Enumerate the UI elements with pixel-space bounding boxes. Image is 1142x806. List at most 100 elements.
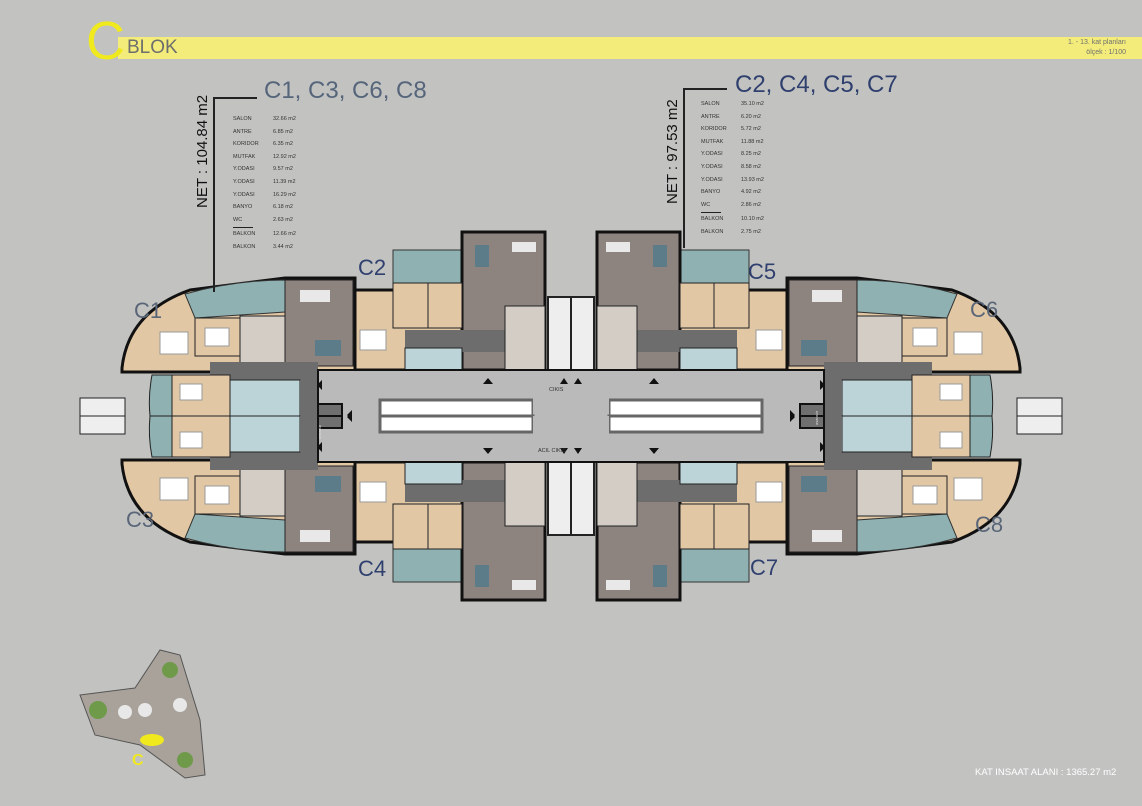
room-row: MUTFAK 12.92 m2 (233, 154, 296, 167)
room-area: 3.44 m2 (273, 243, 293, 250)
room-name: BALKON (701, 216, 724, 223)
room-row: Y.ODASI 11.39 m2 (233, 179, 296, 192)
room-area: 6.85 m2 (273, 128, 293, 135)
room-name: BANYO (701, 189, 721, 196)
room-name: SALON (701, 101, 720, 107)
room-area: 16.29 m2 (273, 191, 296, 198)
leader-line (213, 97, 215, 292)
room-name: MUTFAK (701, 138, 724, 145)
central-corridor (317, 369, 825, 463)
quadrant-bottom-left (78, 410, 573, 602)
leader-line (683, 88, 727, 90)
room-area: 8.58 m2 (741, 163, 761, 170)
quadrant-bottom-right (569, 410, 1064, 602)
plan-info: 1. - 13. kat planları ölçek : 1/100 (1068, 38, 1126, 58)
room-row: BALKON 3.44 m2 (233, 244, 296, 257)
leader-line (213, 97, 257, 99)
room-row: WC 2.63 m2 (233, 217, 296, 230)
room-row: KORIDOR 5.72 m2 (701, 126, 764, 139)
room-name: Y.ODASI (233, 166, 255, 173)
room-name: WC (701, 201, 711, 208)
room-row: Y.ODASI 13.93 m2 (701, 177, 764, 190)
room-area: 10.10 m2 (741, 216, 764, 223)
site-plan (79, 649, 206, 779)
room-name: BALKON (701, 228, 724, 235)
total-floor-area: KAT INSAAT ALANI : 1365.27 m2 (975, 767, 1117, 778)
type-b-units-title: C2, C4, C5, C7 (735, 71, 898, 98)
room-area: 11.39 m2 (273, 178, 296, 185)
room-area: 11.88 m2 (741, 138, 764, 145)
exit-label: CIKIS (549, 387, 564, 393)
room-name: BANYO (233, 204, 253, 211)
room-name: KORIDOR (701, 126, 727, 133)
elevator-label-right: asansör (814, 410, 819, 425)
room-name: ANTRE (701, 113, 720, 120)
room-name: Y.ODASI (233, 178, 255, 185)
room-row: SALON 32.66 m2 (233, 116, 296, 129)
room-name: WC (233, 216, 243, 223)
room-area: 2.63 m2 (273, 216, 293, 223)
title-band (118, 37, 1142, 59)
room-name: Y.ODASI (233, 191, 255, 198)
room-area: 32.66 m2 (273, 116, 296, 122)
unit-label-c4: C4 (358, 556, 387, 581)
room-area: 2.75 m2 (741, 228, 761, 235)
room-row: BALKON 12.66 m2 (233, 231, 296, 244)
room-area: 13.93 m2 (741, 176, 764, 183)
quadrant-top-right (569, 230, 1064, 422)
room-row: BANYO 4.92 m2 (701, 189, 764, 202)
unit-label-c7: C7 (750, 555, 779, 580)
room-area: 2.86 m2 (741, 201, 761, 208)
room-area: 8.25 m2 (741, 151, 761, 158)
room-name: Y.ODASI (701, 176, 723, 183)
leader-line (683, 88, 685, 248)
room-name: Y.ODASI (701, 163, 723, 170)
room-row: Y.ODASI 8.58 m2 (701, 164, 764, 177)
type-a-net-area: NET : 104.84 m2 (194, 94, 211, 208)
room-name: BALKON (233, 243, 256, 250)
room-name: ANTRE (233, 128, 252, 135)
room-name: Y.ODASI (701, 151, 723, 158)
emergency-exit-label: ACIL CIKIS (538, 448, 566, 454)
unit-label-c1: C1 (134, 298, 163, 323)
divider (233, 227, 253, 229)
room-row: BALKON 10.10 m2 (701, 216, 764, 229)
room-area: 5.72 m2 (741, 126, 761, 133)
type-a-units-title: C1, C3, C6, C8 (264, 77, 427, 104)
type-b-net-area: NET : 97.53 m2 (664, 99, 681, 204)
room-area: 6.35 m2 (273, 141, 293, 148)
room-row: BALKON 2.75 m2 (701, 229, 764, 242)
room-row: Y.ODASI 8.25 m2 (701, 151, 764, 164)
room-row: BANYO 6.18 m2 (233, 204, 296, 217)
room-row: Y.ODASI 9.57 m2 (233, 166, 296, 179)
scale-text: ölçek : 1/100 (1086, 49, 1126, 56)
room-row: Y.ODASI 16.29 m2 (233, 192, 296, 205)
room-name: SALON (233, 116, 252, 122)
block-label: BLOK (127, 37, 178, 58)
unit-label-c8: C8 (975, 512, 1004, 537)
room-area: 6.18 m2 (273, 204, 293, 211)
site-plan-block-label: C (132, 752, 144, 769)
room-row: MUTFAK 11.88 m2 (701, 139, 764, 152)
room-name: BALKON (233, 231, 256, 238)
block-letter: C (86, 11, 125, 71)
quadrant-top-left (78, 230, 573, 422)
room-row: ANTRE 6.85 m2 (233, 129, 296, 142)
room-area: 35.10 m2 (741, 101, 764, 107)
room-name: MUTFAK (233, 153, 256, 160)
unit-label-c6: C6 (970, 297, 999, 322)
type-a-room-table: SALON 32.66 m2 ANTRE 6.85 m2 KORIDOR 6.35 m… (233, 116, 296, 257)
room-area: 4.92 m2 (741, 189, 761, 196)
divider (701, 212, 721, 214)
room-name: KORIDOR (233, 141, 259, 148)
floors-text: 1. - 13. kat planları (1068, 39, 1126, 46)
room-area: 12.92 m2 (273, 153, 296, 160)
unit-label-c5: C5 (748, 259, 777, 284)
unit-label-c3: C3 (126, 507, 155, 532)
room-area: 12.66 m2 (273, 231, 296, 238)
room-row: SALON 35.10 m2 (701, 101, 764, 114)
room-area: 9.57 m2 (273, 166, 293, 173)
